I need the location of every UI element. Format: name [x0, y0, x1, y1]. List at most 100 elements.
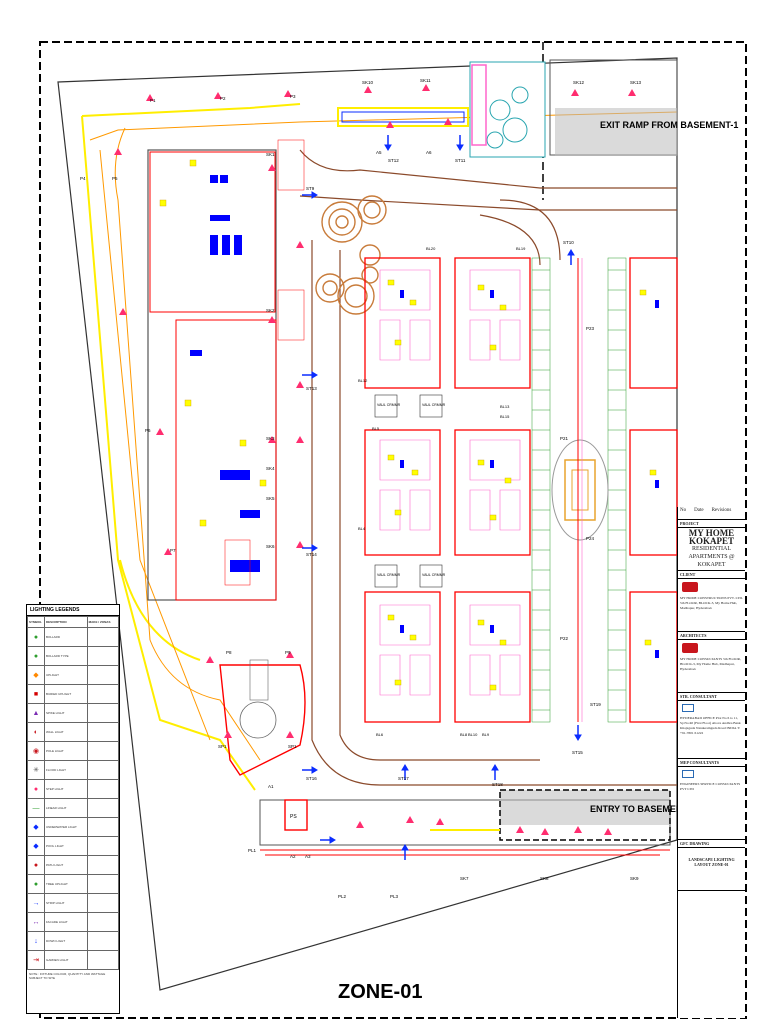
legend-description: POOL LIGHT — [44, 836, 88, 856]
drawing-title-block: LANDSCAPE LIGHTING LAYOUT ZONE-01 — [678, 848, 745, 891]
lamp-icon — [444, 118, 452, 125]
fixture-tag: PL3 — [390, 894, 399, 899]
lamp-icon — [364, 86, 372, 93]
fixture-tag: SP1 — [218, 744, 227, 749]
legend-description: DOWN LIGHT — [44, 931, 88, 951]
legend-make — [86, 684, 120, 704]
legend-description: BOLLARD — [44, 627, 88, 647]
top-planter-inner — [341, 111, 465, 123]
lamp-icon — [386, 121, 394, 128]
legend-description: UNDERWATER LIGHT — [44, 817, 88, 837]
fixture-tag: SK7 — [460, 876, 469, 881]
lighting-legend: LIGHTING LEGENDS SYMBOL DESCRIPTION MAKE… — [26, 604, 120, 1014]
legend-make — [86, 874, 120, 894]
vaul-label-3: VAUL CRMMR — [377, 573, 401, 577]
legend-make — [86, 931, 120, 951]
lamp-icon — [206, 656, 214, 663]
water-feature — [469, 61, 546, 158]
legend-symbol: ● — [27, 627, 45, 647]
block-label: BL8 — [460, 732, 468, 737]
office-block: HYDERABAD OFFICE Plot No 6 to 11, Sy.No:… — [678, 701, 745, 759]
central-plaza — [564, 459, 596, 521]
entry-dashed — [499, 789, 671, 841]
legend-make — [86, 836, 120, 856]
unit-fixtures — [387, 279, 657, 691]
central-oval — [551, 439, 609, 541]
legend-symbol: — — [27, 798, 45, 818]
arrow-icon — [567, 249, 575, 265]
project-name: MY HOME KOKAPET — [688, 528, 735, 546]
clubhouse-furniture — [190, 175, 260, 572]
fixture-tag: A2 — [290, 854, 296, 859]
top-planter — [337, 107, 469, 127]
vaul-label-2: VAUL CRMMR — [422, 403, 446, 407]
fixture-tag: ST16 — [306, 776, 317, 781]
legend-make — [86, 646, 120, 666]
lamp-icon — [268, 164, 276, 171]
legend-table: SYMBOL DESCRIPTION MAKE / ZONAS ●BOLLARD… — [27, 616, 120, 970]
fixture-tag: SK6 — [266, 544, 275, 549]
fixture-tag: P5 — [112, 176, 118, 181]
vaul-label-4: VAUL CRMMR — [422, 573, 446, 577]
fixture-tag: SK1 — [266, 152, 275, 157]
lamp-icon — [574, 826, 582, 833]
architect-logo — [682, 643, 698, 653]
legend-note: NOTE : FIXTURE COLOUR, QUANTITY AND WATT… — [29, 972, 106, 980]
legend-row: ▲SPIKE LIGHT — [27, 703, 120, 723]
lamp-icon — [114, 148, 122, 155]
office-logo — [682, 704, 694, 712]
legend-description: WALL LIGHT — [44, 722, 88, 742]
legend-row: ●PATH LIGHT — [27, 855, 120, 875]
fixture-tag: ST18 — [492, 782, 503, 787]
lamp-icon — [296, 541, 304, 548]
lamp-icon — [571, 89, 579, 96]
pool-deck — [249, 659, 269, 701]
legend-symbol: ◆ — [27, 665, 45, 685]
arrow-icon — [302, 191, 318, 199]
legend-title: LIGHTING LEGENDS — [27, 605, 119, 616]
block-label: BL6 — [376, 732, 384, 737]
fixture-tag: SK3 — [266, 436, 275, 441]
lamp-icon — [268, 316, 276, 323]
client-logo — [682, 582, 698, 592]
sheet-info — [678, 891, 745, 953]
legend-row: ●BOLLARD — [27, 627, 120, 647]
bottom-boundary-wall — [260, 849, 670, 856]
lamp-icon — [224, 731, 232, 738]
legend-description: SPIKE LIGHT — [44, 703, 88, 723]
orange-path-2 — [114, 127, 261, 761]
legend-symbol: ↓ — [27, 931, 45, 951]
fixture-tag: SK9 — [630, 876, 639, 881]
sheet-border — [39, 41, 747, 1019]
legend-make — [86, 893, 120, 913]
entry-ramp-hatch — [500, 790, 670, 825]
fixture-tag: SK2 — [266, 308, 275, 313]
architect-text: MY HOME CONSULTANTS 5th FLOOR, BLOCK-3, … — [680, 657, 741, 671]
mep-label: MEP CONSULTANTS — [678, 759, 745, 767]
central-plaza-inner — [571, 469, 589, 511]
legend-rows: ●BOLLARD●BOLLARD TYPE◆UPLIGHT■BURIED UPL… — [27, 627, 120, 970]
arrow-icon — [491, 764, 499, 780]
legend-make — [86, 722, 120, 742]
fixture-tag: P3 — [290, 94, 296, 99]
core-blocks — [374, 394, 443, 588]
arrow-icon — [320, 836, 336, 844]
fixture-tag: P23 — [586, 326, 595, 331]
lamp-icon — [296, 381, 304, 388]
legend-make — [86, 703, 120, 723]
lamp-icon — [356, 821, 364, 828]
legend-row: ■BURIED UPLIGHT — [27, 684, 120, 704]
mep-logo — [682, 770, 694, 778]
fixture-tag: SK5 — [266, 496, 275, 501]
legend-description: STRIP LIGHT — [44, 893, 88, 913]
legend-col-symbol: SYMBOL — [27, 616, 45, 628]
water-feature-rings — [486, 86, 529, 149]
fixture-tag: SK13 — [630, 80, 642, 85]
revision-header: No Date Revisions — [678, 507, 745, 520]
rev-date: Date — [694, 508, 704, 513]
legend-symbol: ● — [27, 646, 45, 666]
fixture-tag: P9 — [285, 650, 291, 655]
legend-symbol: ◆ — [27, 836, 45, 856]
lamp-icon — [604, 828, 612, 835]
fixture-tag: P22 — [560, 636, 569, 641]
